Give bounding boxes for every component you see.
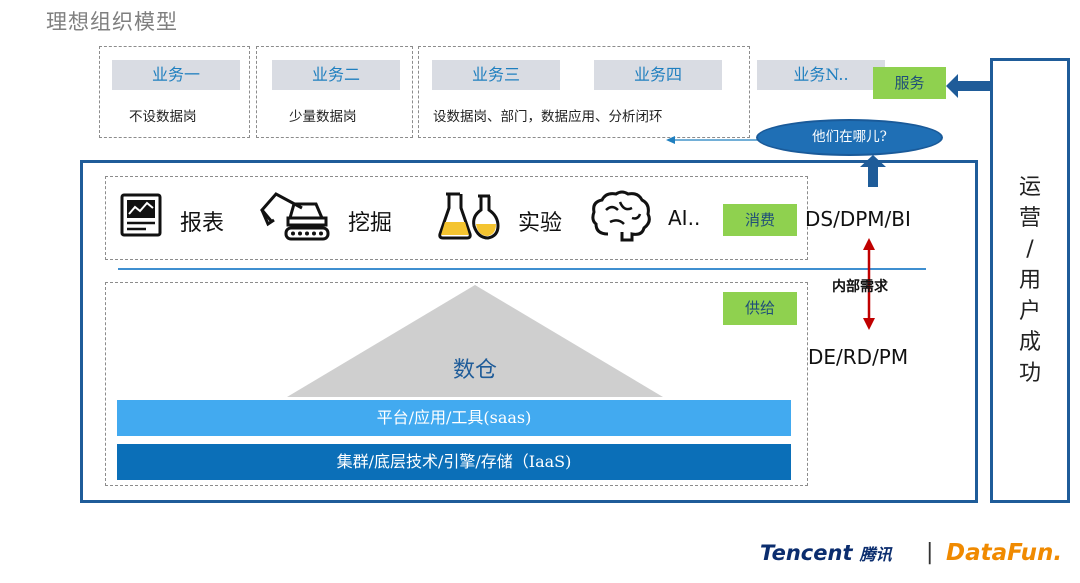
flask-icon [438,192,500,240]
operations-char: 户 [1018,299,1041,324]
business-desc-1: 不设数据岗 [129,109,197,125]
consume-roles: DS/DPM/BI [805,207,911,231]
operations-frame [990,58,1070,503]
business-label-1: 业务一 [112,60,240,90]
business-label-2: 业务二 [272,60,400,90]
platform-bar: 平台/应用/工具(saas) [117,400,791,436]
operations-char: 功 [1018,361,1041,386]
warehouse-triangle [287,285,663,397]
business-desc-2: 少量数据岗 [289,109,357,125]
operations-char: 营 [1018,206,1041,231]
consume-item-ai: AI.. [668,206,701,230]
supply-roles: DE/RD/PM [808,345,909,369]
datafun-logo: DataFun. [946,540,1062,566]
tencent-logo: Tencent 腾讯 [760,541,892,565]
report-icon [120,193,162,237]
logo-separator: | [926,540,934,565]
consume-item-mining: 挖掘 [348,211,393,236]
business-box-1 [99,46,250,138]
operations-char: 用 [1018,268,1041,293]
brain-icon [591,190,651,242]
business-label-4: 业务四 [594,60,722,90]
supply-tag: 供给 [723,292,797,325]
datafun-logo-text: DataFun. [946,540,1063,566]
separator-line [118,268,926,270]
consume-item-experiment: 实验 [518,211,563,236]
service-tag: 服务 [873,67,946,99]
page-title: 理想组织模型 [46,10,178,34]
operations-char: 成 [1018,330,1041,355]
operations-char: 运 [1018,175,1041,200]
consume-box [105,176,808,260]
business-box-34n [418,46,750,138]
main-frame [80,160,978,503]
where-ellipse [756,119,943,156]
tencent-logo-cn: 腾讯 [859,545,892,564]
excavator-icon [260,192,330,241]
supply-box [105,282,808,486]
demand-arrow [863,238,875,330]
cluster-bar: 集群/底层技术/引擎/存储（IaaS) [117,444,791,480]
warehouse-label: 数仓 [452,358,497,383]
business-box-2 [256,46,413,138]
business-label-n: 业务N.. [757,60,885,90]
internal-demand-label: 内部需求 [832,279,888,295]
consume-item-report: 报表 [180,211,225,236]
consume-tag: 消费 [723,204,797,236]
operations-text: 运 营 / 用 户 成 功 [990,172,1070,389]
where-arrow [666,136,764,144]
up-arrow [860,155,886,187]
operations-char: / [1026,237,1034,262]
business-label-3: 业务三 [432,60,560,90]
tencent-logo-text: Tencent [760,541,853,565]
where-label: 他们在哪儿? [812,129,887,145]
business-desc-34: 设数据岗、部门，数据应用、分析闭环 [433,109,663,125]
service-arrow [946,74,992,98]
